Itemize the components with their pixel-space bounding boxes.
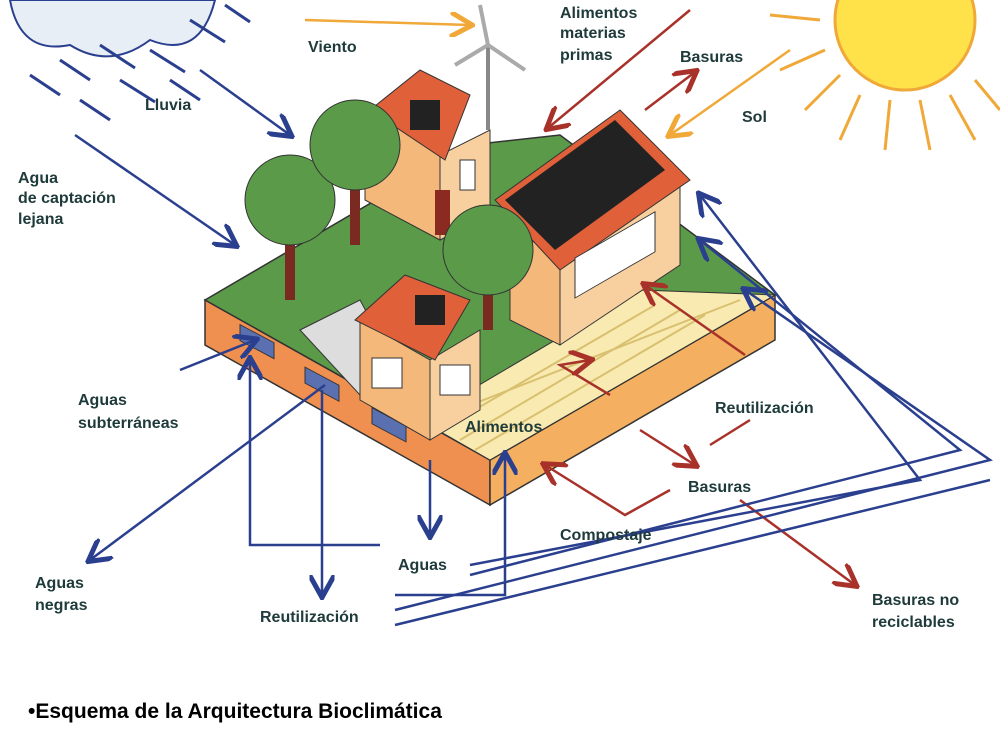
label-viento: Viento bbox=[308, 39, 357, 56]
label-lluvia: Lluvia bbox=[145, 97, 191, 114]
label-aguas-subterraneas-2: subterráneas bbox=[78, 415, 179, 432]
label-reutilizacion-bottom: Reutilización bbox=[260, 609, 359, 626]
label-agua-captacion-1: Agua bbox=[18, 170, 58, 187]
label-alimentos-materias-3: primas bbox=[560, 47, 613, 64]
label-basuras-mid: Basuras bbox=[688, 479, 751, 496]
label-agua-captacion-3: lejana bbox=[18, 211, 63, 228]
label-aguas-negras-2: negras bbox=[35, 597, 88, 614]
arrows-sun-wind bbox=[304, 20, 791, 135]
caption: •Esquema de la Arquitectura Bioclimática bbox=[28, 700, 442, 723]
arrows-waste bbox=[545, 9, 855, 585]
cloud-rain-icon bbox=[8, 0, 251, 122]
label-alimentos-materias-2: materias bbox=[560, 25, 626, 42]
label-reutilizacion-right: Reutilización bbox=[715, 400, 814, 417]
label-aguas-negras-1: Aguas bbox=[35, 575, 84, 592]
label-aguas: Aguas bbox=[398, 557, 447, 574]
label-aguas-subterraneas-1: Aguas bbox=[78, 392, 127, 409]
label-alimentos: Alimentos bbox=[465, 419, 542, 436]
label-agua-captacion-2: de captación bbox=[18, 190, 116, 207]
label-basuras-no-reciclables-2: reciclables bbox=[872, 614, 955, 631]
label-compostaje: Compostaje bbox=[560, 527, 652, 544]
label-basuras-top: Basuras bbox=[680, 49, 743, 66]
house-front bbox=[354, 274, 481, 441]
tree-icon bbox=[244, 99, 534, 330]
sun-icon bbox=[769, 0, 1000, 151]
label-basuras-no-reciclables-1: Basuras no bbox=[872, 592, 959, 609]
label-alimentos-materias-1: Alimentos bbox=[560, 5, 637, 22]
label-sol: Sol bbox=[742, 109, 767, 126]
windmill-icon bbox=[453, 4, 527, 130]
arrows-water bbox=[74, 68, 993, 627]
